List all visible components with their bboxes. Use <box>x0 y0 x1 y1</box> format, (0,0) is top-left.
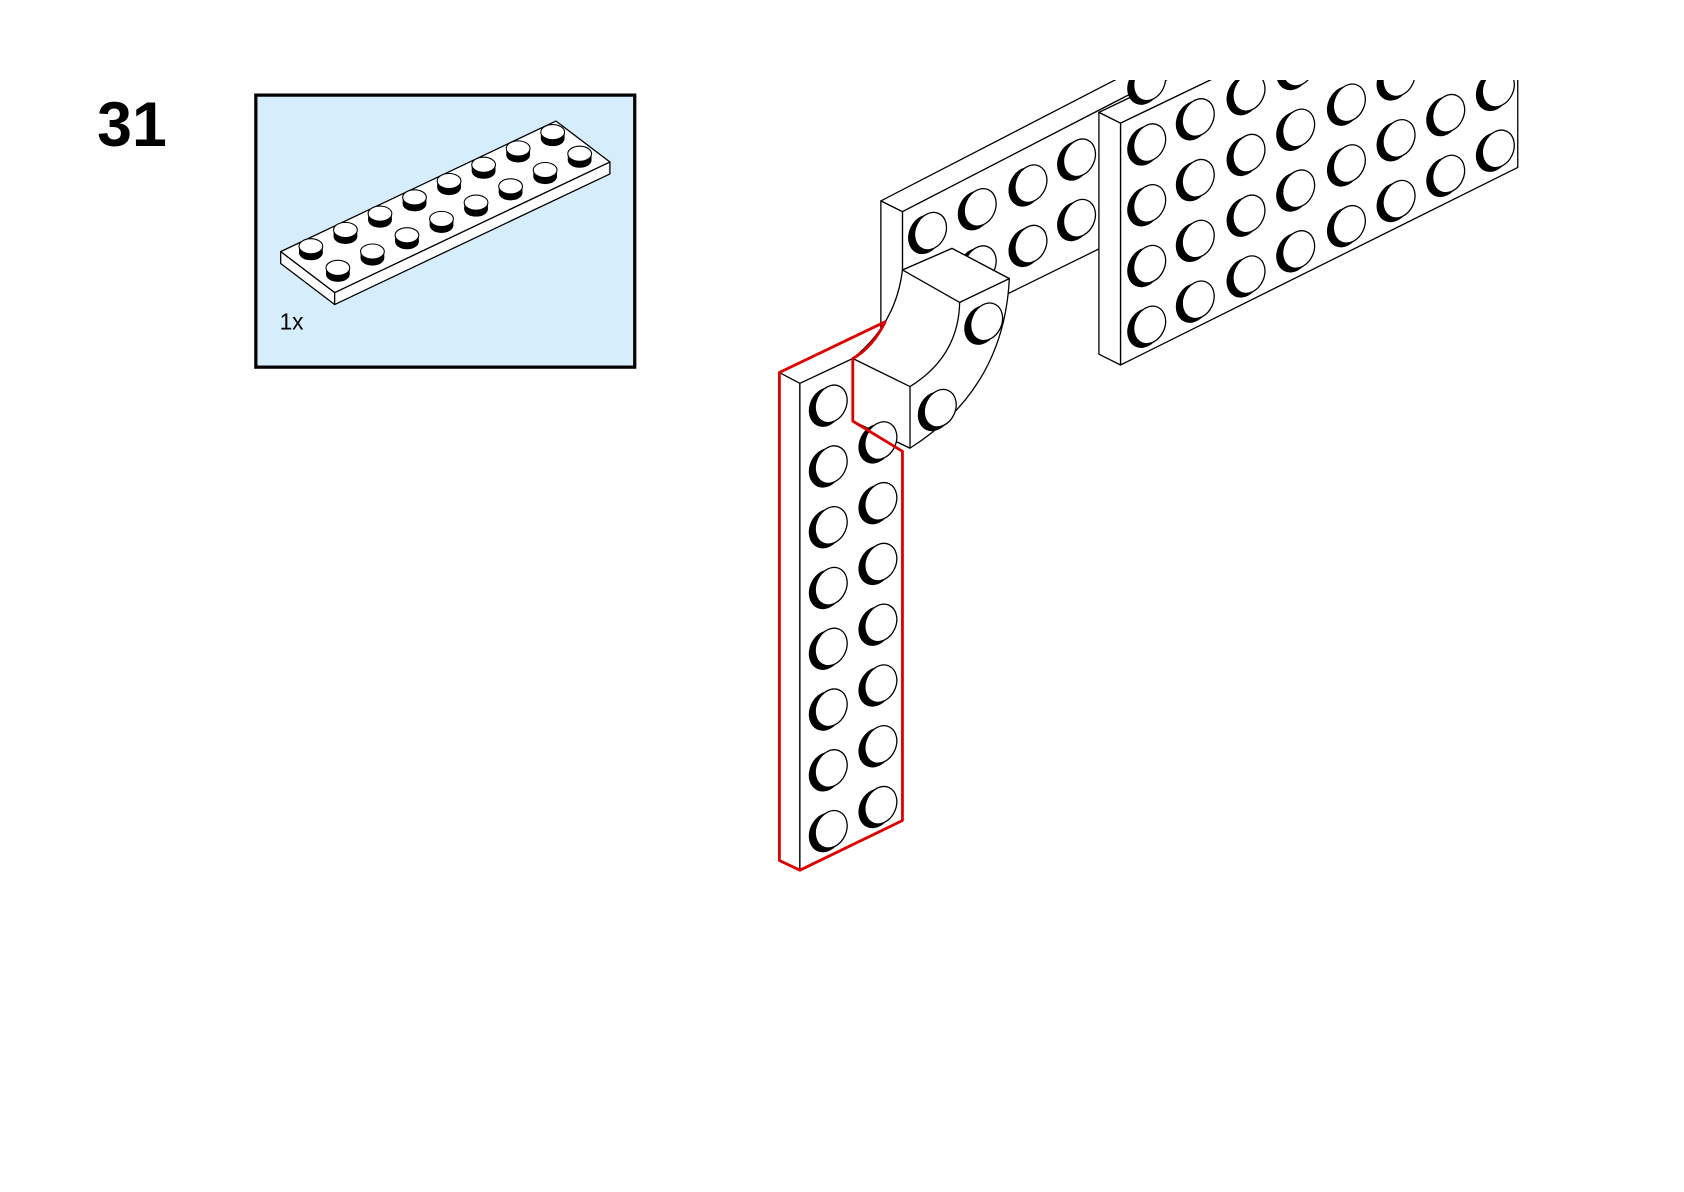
stud-icon <box>1276 80 1316 91</box>
parts-list-box: 1x <box>254 93 637 369</box>
curved-brick-inner-arc <box>909 302 961 388</box>
stud-icon <box>858 725 898 768</box>
big-plate-side <box>1098 111 1122 366</box>
stud-icon <box>1326 144 1366 187</box>
stud-icon <box>1127 184 1167 227</box>
stud-icon <box>1175 98 1215 141</box>
stud-icon <box>1175 158 1215 202</box>
stud-icon <box>1226 80 1266 116</box>
stud-icon <box>1008 164 1048 207</box>
big-plate-studs <box>1127 33 1515 348</box>
stud-icon <box>1057 198 1097 242</box>
stud-icon <box>429 210 454 233</box>
stud-icon <box>394 227 420 250</box>
part-quantity: 1x <box>280 308 305 334</box>
model-assembly <box>777 33 1519 872</box>
stud-icon <box>858 603 898 646</box>
stud-icon <box>1376 80 1416 101</box>
stud-icon <box>858 481 898 525</box>
back-wall-plate-right <box>1098 33 1519 366</box>
stud-icon <box>808 627 848 670</box>
curved-brick-studs <box>917 302 1004 432</box>
stud-icon <box>858 785 898 829</box>
stud-icon <box>505 140 531 163</box>
stud-icon <box>858 664 898 707</box>
stud-icon <box>917 388 957 432</box>
stud-icon <box>333 221 358 244</box>
stud-icon <box>360 243 385 266</box>
stud-icon <box>540 124 566 147</box>
stud-icon <box>1226 133 1266 177</box>
stud-icon <box>1008 224 1048 268</box>
stud-icon <box>1226 194 1266 237</box>
stud-icon <box>325 259 351 282</box>
highlight-outline <box>777 320 904 872</box>
stud-icon <box>1226 255 1266 298</box>
new-plate-2x8-highlighted <box>777 320 904 872</box>
stud-icon <box>908 211 948 255</box>
stud-icon <box>367 205 393 228</box>
stud-icon <box>1175 219 1215 263</box>
stud-icon <box>1175 280 1215 323</box>
new-plate-studs <box>808 384 898 853</box>
stud-icon <box>1426 93 1466 137</box>
stud-icon <box>808 566 848 610</box>
stud-icon <box>1127 123 1167 166</box>
step-number: 31 <box>97 90 167 160</box>
stud-icon <box>1276 108 1316 151</box>
plate-side-face <box>333 161 611 306</box>
plate-studs <box>298 124 593 282</box>
stud-icon <box>1127 80 1167 105</box>
stud-icon <box>471 156 497 179</box>
stud-icon <box>498 178 524 201</box>
stud-icon <box>957 188 997 231</box>
stud-icon <box>463 194 489 217</box>
stud-icon <box>298 238 324 261</box>
stud-icon <box>858 421 898 464</box>
stud-icon <box>1376 119 1416 162</box>
stud-icon <box>1276 230 1316 273</box>
stud-icon <box>567 145 593 168</box>
stud-icon <box>402 189 427 212</box>
stud-icon <box>808 506 848 549</box>
stud-icon <box>1057 138 1097 181</box>
new-plate-side <box>778 371 801 871</box>
stud-icon <box>1426 154 1466 198</box>
stud-icon <box>436 172 462 196</box>
stud-icon <box>1326 204 1366 248</box>
stud-icon <box>1376 179 1416 223</box>
stud-icon <box>1475 80 1515 112</box>
part-plate-2x8 <box>280 120 611 306</box>
stud-icon <box>532 161 558 185</box>
stud-icon <box>808 688 848 731</box>
stud-icon <box>858 542 898 586</box>
curved-brick-top <box>901 247 1010 304</box>
stud-icon <box>1127 305 1167 348</box>
stud-icon <box>1169 33 1220 86</box>
stud-icon <box>1475 129 1515 172</box>
curved-brick <box>852 247 1010 449</box>
stud-icon <box>808 749 848 792</box>
stud-icon <box>808 809 848 853</box>
stud-icon <box>1276 169 1316 212</box>
stud-icon <box>964 302 1004 345</box>
stud-icon <box>808 445 848 488</box>
stud-icon <box>808 384 848 427</box>
stud-icon <box>1127 244 1167 288</box>
stud-icon <box>1326 83 1366 126</box>
